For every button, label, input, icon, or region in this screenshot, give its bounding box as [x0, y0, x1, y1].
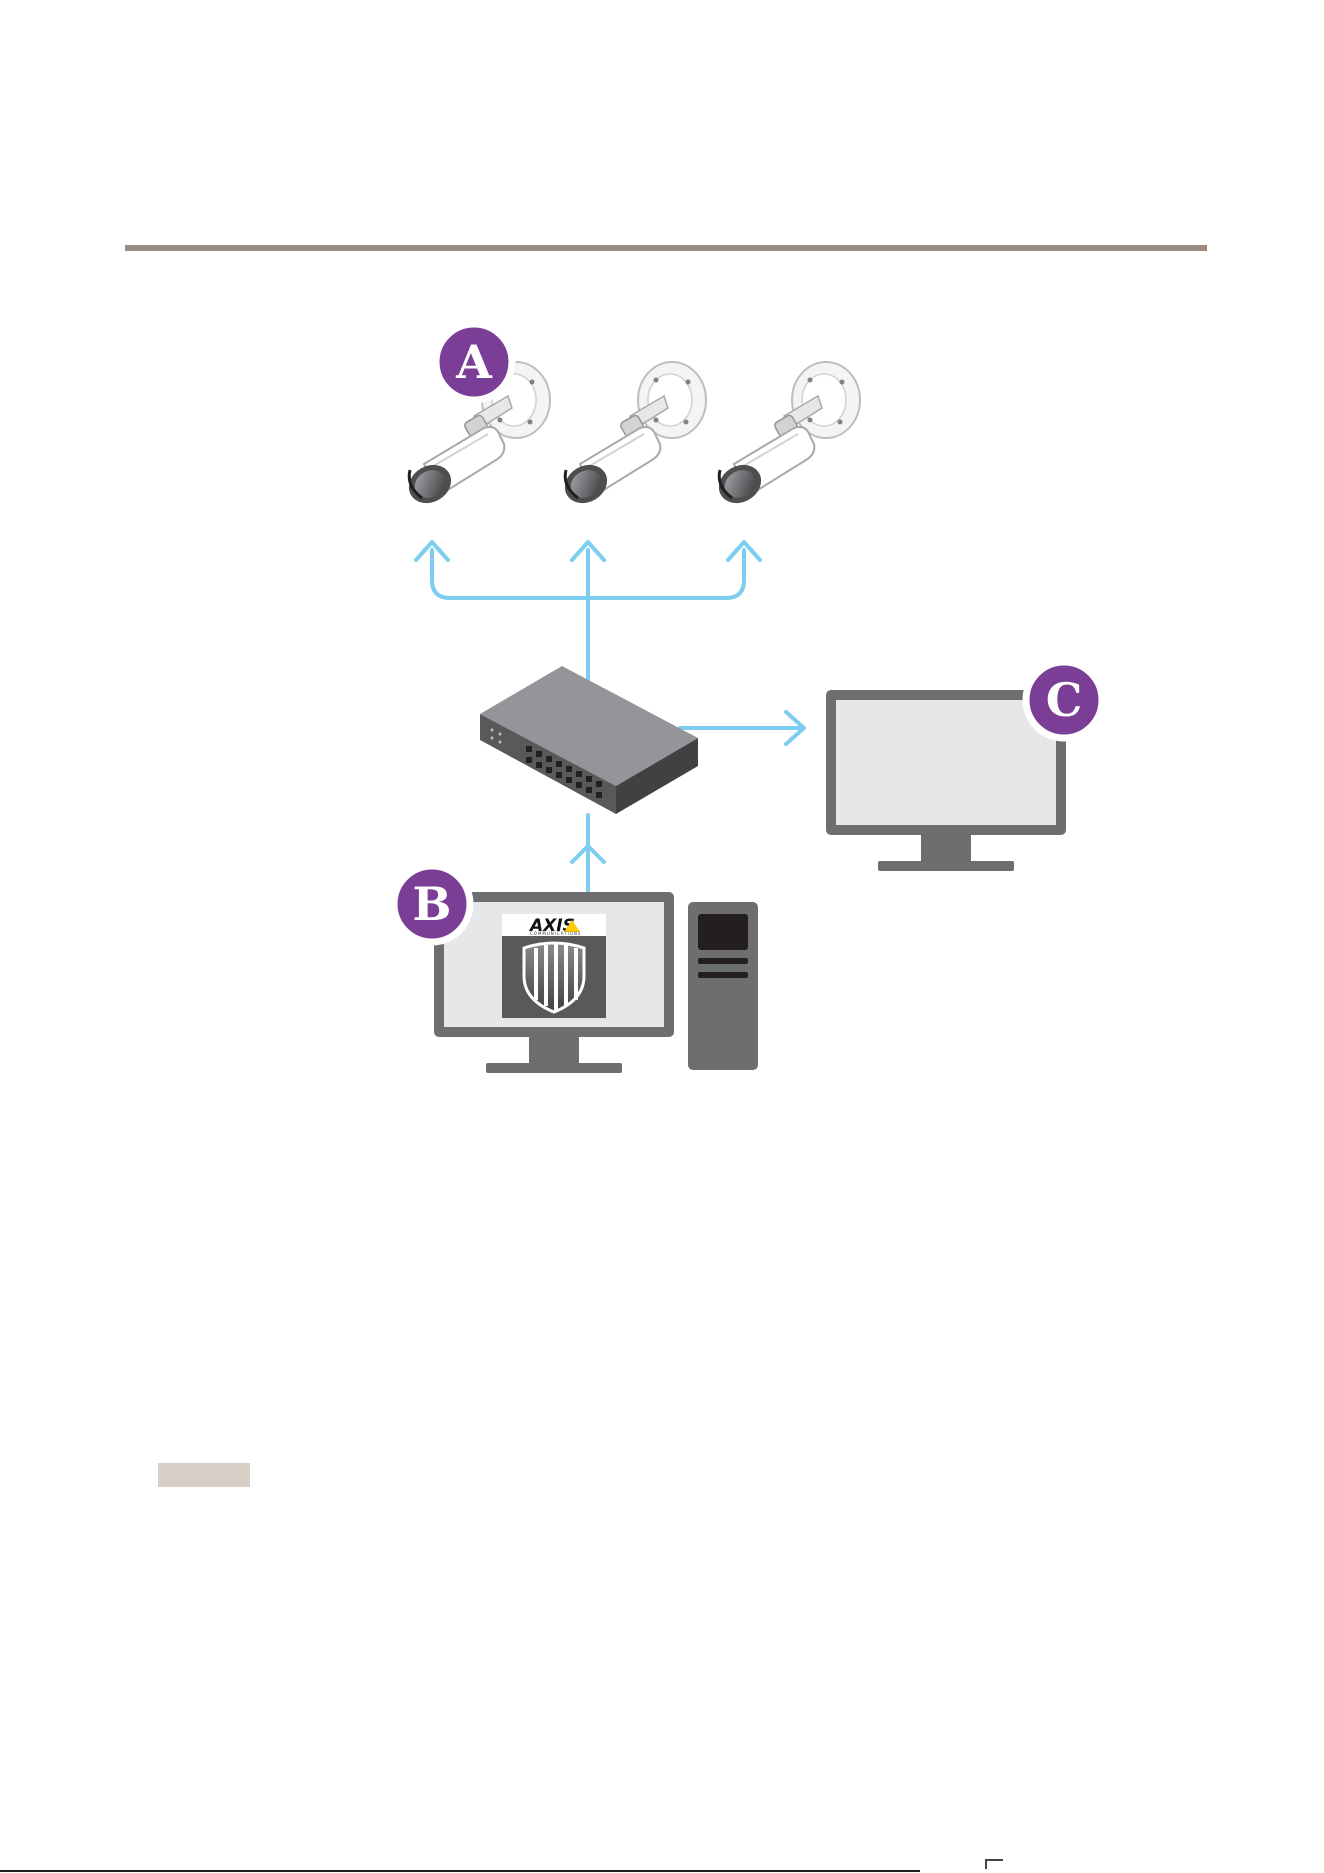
computer-tower-icon	[688, 902, 758, 1070]
network-switch-icon	[480, 666, 698, 814]
footer-rule	[0, 1870, 920, 1872]
note-label	[158, 1463, 250, 1487]
camera-icon	[558, 362, 706, 511]
footer-mark	[985, 1859, 1003, 1869]
badge-a-label: A	[455, 335, 493, 389]
badge-a: A	[436, 324, 512, 400]
badge-c-label: C	[1046, 673, 1083, 727]
badge-b: B	[394, 866, 470, 942]
badge-c: C	[1026, 662, 1102, 738]
camera-icon	[712, 362, 860, 511]
axis-logo-subtext: COMMUNICATIONS	[530, 931, 581, 936]
badge-b-label: B	[413, 877, 452, 931]
